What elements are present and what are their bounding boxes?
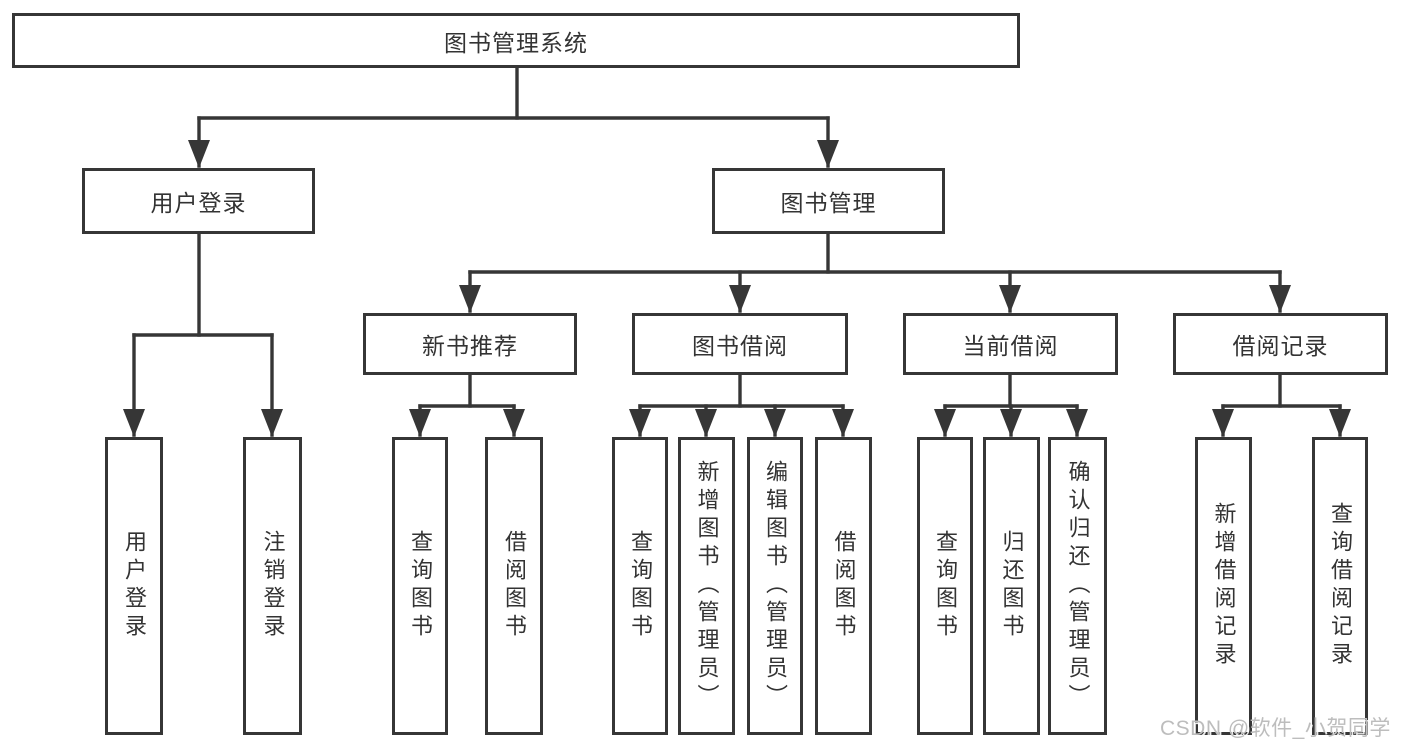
- leaf-borrow-borrow-book: 借阅图书: [815, 437, 872, 735]
- branch-user-login: [123, 230, 283, 437]
- leaf-borrow-add-book-admin: 新增图书（管理员）: [678, 437, 735, 735]
- leaf-record-query-borrow-record: 查询借阅记录: [1312, 437, 1368, 735]
- leaf-newbook-query-book: 查询图书: [392, 437, 448, 735]
- node-label: 图书借阅: [692, 333, 788, 359]
- leaf-label: 借阅图书: [831, 530, 857, 642]
- leaf-label: 编辑图书（管理员）: [763, 460, 788, 712]
- leaf-current-query-book: 查询图书: [917, 437, 973, 735]
- node-borrow-record: 借阅记录: [1173, 313, 1388, 375]
- node-label: 用户登录: [150, 190, 247, 216]
- branch-borrow-record: [1212, 371, 1351, 437]
- leaf-label: 查询图书: [408, 530, 433, 642]
- csdn-watermark: CSDN @软件_小贺同学: [1160, 717, 1391, 740]
- leaf-label: 归还图书: [999, 530, 1025, 642]
- leaf-label: 查询图书: [628, 530, 653, 642]
- leaf-newbook-borrow-book: 借阅图书: [485, 437, 543, 735]
- leaf-label: 用户登录: [122, 530, 147, 642]
- node-label: 新书推荐: [422, 333, 518, 359]
- branch-book-borrow: [629, 371, 854, 437]
- leaf-label: 查询借阅记录: [1328, 502, 1353, 670]
- node-book-borrow: 图书借阅: [632, 313, 848, 375]
- node-new-book-recommend: 新书推荐: [363, 313, 577, 375]
- branch-current-borrow: [934, 371, 1088, 437]
- leaf-label: 新增图书（管理员）: [694, 460, 720, 712]
- leaf-label: 注销登录: [260, 530, 286, 642]
- node-user-login: 用户登录: [82, 168, 315, 234]
- leaf-user-login: 用户登录: [105, 437, 163, 735]
- leaf-borrow-query-book: 查询图书: [612, 437, 668, 735]
- leaf-label: 借阅图书: [502, 530, 527, 642]
- node-label: 图书管理: [780, 190, 877, 216]
- leaf-record-add-borrow-record: 新增借阅记录: [1195, 437, 1252, 735]
- leaf-borrow-edit-book-admin: 编辑图书（管理员）: [747, 437, 803, 735]
- leaf-label: 确认归还（管理员）: [1065, 460, 1091, 712]
- branch-root: [188, 64, 839, 168]
- node-current-borrow: 当前借阅: [903, 313, 1118, 375]
- leaf-label: 新增借阅记录: [1211, 502, 1237, 670]
- node-library-management-system: 图书管理系统: [12, 13, 1020, 68]
- node-book-management: 图书管理: [712, 168, 945, 234]
- leaf-label: 查询图书: [933, 530, 958, 642]
- leaf-logout-login: 注销登录: [243, 437, 302, 735]
- branch-new-book-recommend: [409, 371, 525, 437]
- leaf-current-confirm-return-admin: 确认归还（管理员）: [1048, 437, 1107, 735]
- node-label: 借阅记录: [1232, 333, 1329, 359]
- node-label: 当前借阅: [962, 333, 1059, 359]
- branch-book-management: [459, 230, 1291, 313]
- leaf-current-return-book: 归还图书: [983, 437, 1040, 735]
- node-label: 图书管理系统: [444, 29, 588, 56]
